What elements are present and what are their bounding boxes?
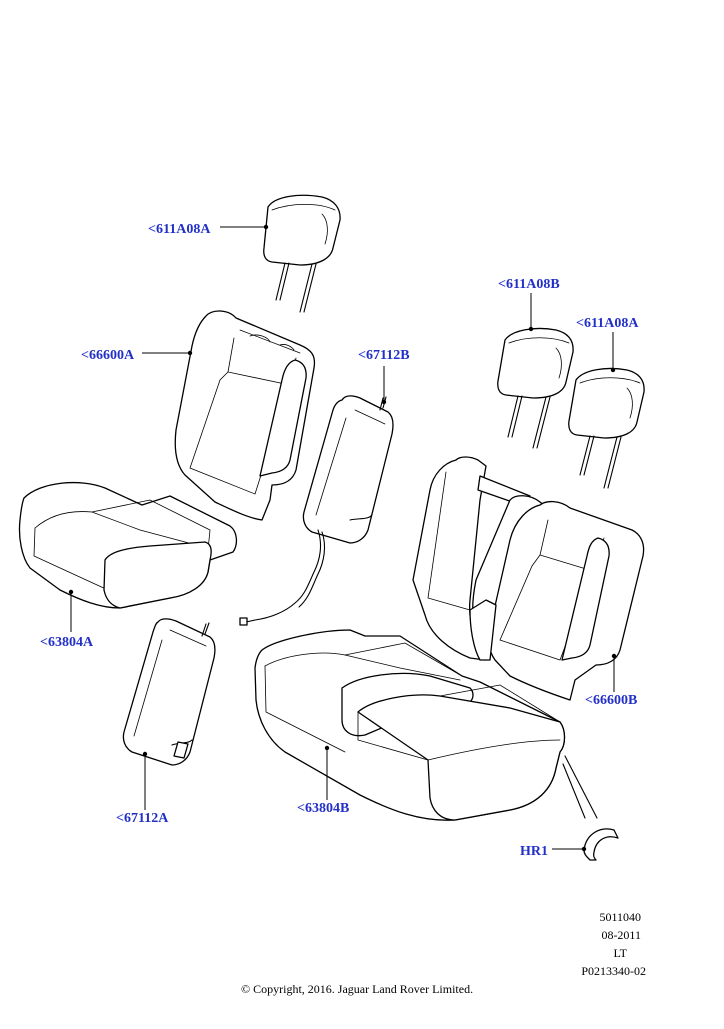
- callout-backrest-a[interactable]: <66600A: [81, 348, 135, 363]
- ref-date: 08-2011: [601, 928, 641, 942]
- armrest-b-drawing: [239, 395, 394, 626]
- headrest-b-drawing: [497, 327, 574, 449]
- leader-lines: [68, 224, 617, 852]
- callout-headrest-a[interactable]: <611A08A: [148, 222, 211, 237]
- callout-armrest-a[interactable]: <67112A: [116, 811, 169, 826]
- callout-hook-ring[interactable]: HR1: [520, 844, 548, 859]
- cushion-a-drawing: [18, 481, 238, 609]
- copyright-notice: © Copyright, 2016. Jaguar Land Rover Lim…: [241, 982, 474, 996]
- callout-backrest-b[interactable]: <66600B: [585, 693, 638, 708]
- armrest-a-drawing: [122, 618, 216, 766]
- callout-cushion-b[interactable]: <63804B: [297, 801, 350, 816]
- callout-cushion-a[interactable]: <63804A: [40, 635, 94, 650]
- cushion-b-drawing: [254, 629, 566, 821]
- ref-illustration-id: P0213340-02: [581, 964, 646, 978]
- hook-ring-drawing: [562, 755, 619, 861]
- ref-code: LT: [613, 946, 627, 960]
- callout-headrest-b[interactable]: <611A08B: [498, 277, 560, 292]
- callout-armrest-b[interactable]: <67112B: [358, 348, 410, 363]
- headrest-a2-drawing: [568, 367, 645, 489]
- backrest-a-drawing: [174, 310, 316, 521]
- headrest-a-drawing: [263, 194, 341, 313]
- backrest-b-drawing: [412, 456, 645, 701]
- ref-number: 5011040: [599, 910, 641, 924]
- callout-headrest-a2[interactable]: <611A08A: [576, 316, 639, 331]
